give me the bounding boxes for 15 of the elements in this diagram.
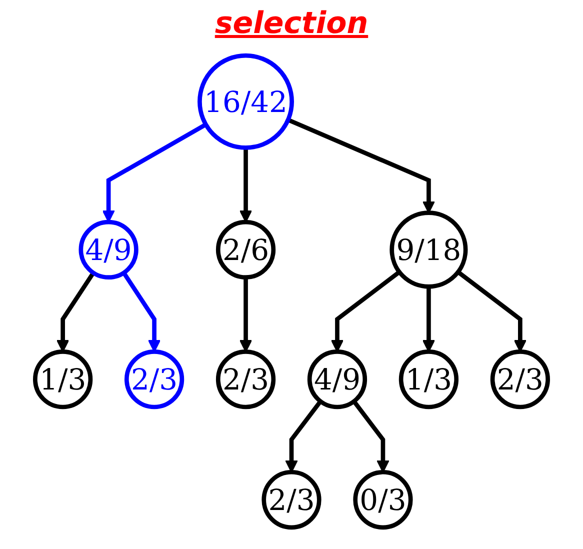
- node-circle: [124, 350, 184, 410]
- node-circle: [216, 350, 276, 410]
- node-circle: [216, 220, 276, 280]
- node-circle: [390, 210, 468, 289]
- node-circle: [262, 470, 322, 530]
- node-circle: [198, 53, 294, 150]
- node-circle: [490, 350, 550, 410]
- arrow: [287, 118, 436, 214]
- node-circle: [78, 220, 138, 280]
- diagram-title: selection: [214, 5, 370, 43]
- node-circle: [33, 350, 93, 410]
- tree-diagram: 16/42 4/9 2/6 9/18 1/3 2/3 2/3 4/9 1/3 2/3 2/3 0/3: [4, 44, 579, 539]
- node-circle: [307, 350, 368, 410]
- node-circle: [353, 470, 413, 530]
- node-circle: [398, 350, 459, 410]
